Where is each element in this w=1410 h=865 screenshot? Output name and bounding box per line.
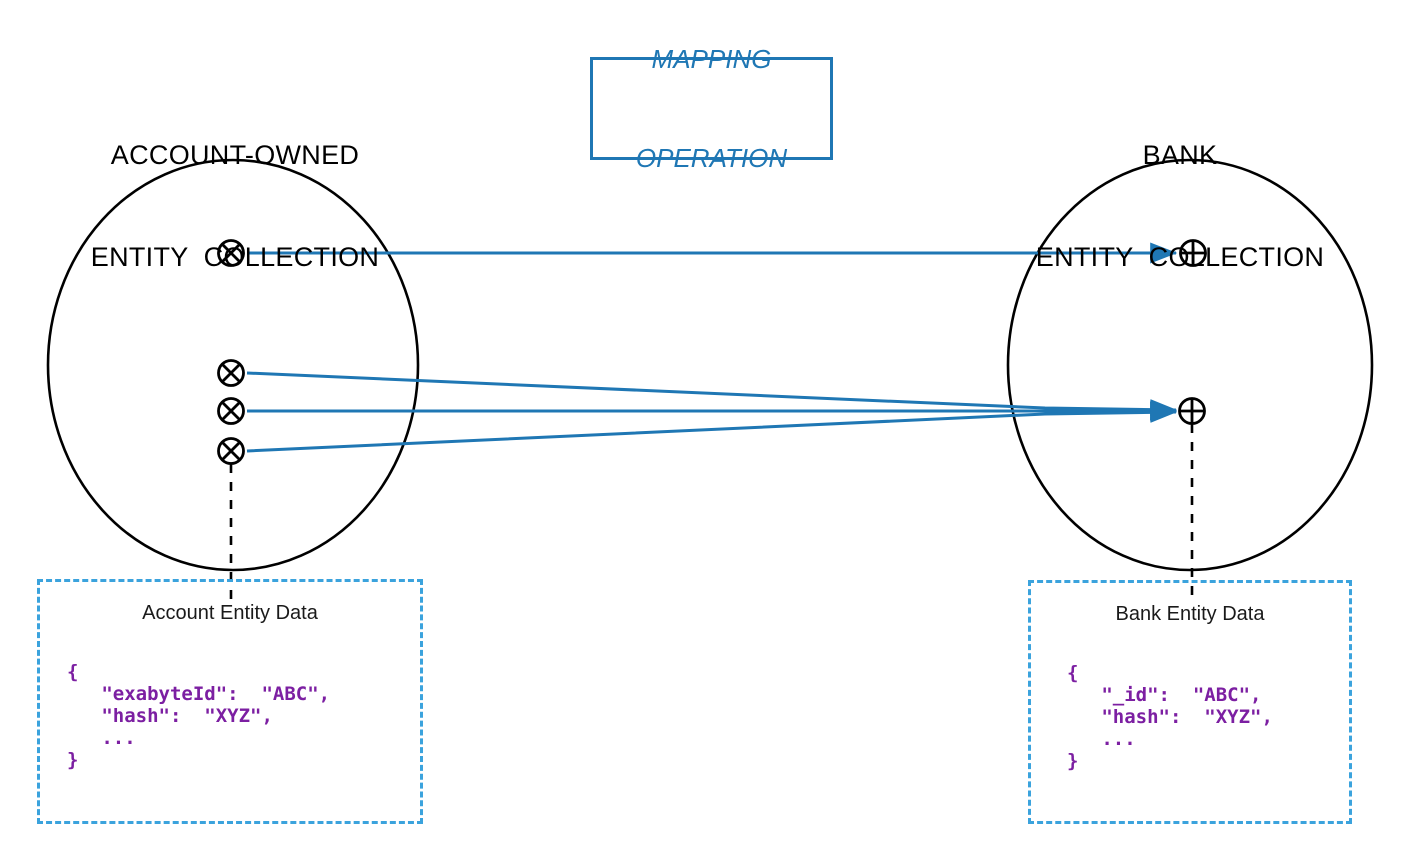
account-node-3[interactable] [217, 397, 245, 425]
account-collection-title-line1: ACCOUNT-OWNED [110, 140, 360, 170]
bank-collection-title-line2: ENTITY COLLECTION [1035, 242, 1325, 272]
mapping-operation-label: MAPPING OPERATION [636, 0, 787, 241]
mapping-arrow-4 [246, 401, 1178, 453]
mapping-operation-label-line1: MAPPING [651, 43, 772, 74]
mapping-operation-label-line2: OPERATION [635, 142, 788, 173]
bank-collection-title-line1: BANK [1142, 140, 1218, 170]
account-entity-data-panel: Account Entity Data { "exabyteId": "ABC"… [37, 579, 423, 824]
account-collection-title-line2: ENTITY COLLECTION [90, 242, 380, 272]
mapping-operation-box[interactable]: MAPPING OPERATION [590, 44, 833, 173]
bank-entity-json: { "_id": "ABC", "hash": "XYZ", ... } [1067, 662, 1273, 772]
bank-collection-title: BANK ENTITY COLLECTION [980, 70, 1380, 342]
bank-collection-ellipse [1006, 158, 1374, 572]
account-node-2[interactable] [217, 359, 245, 387]
bank-entity-data-title: Bank Entity Data [1115, 603, 1265, 625]
bank-node-2[interactable] [1178, 397, 1206, 425]
account-entity-data-title: Account Entity Data [142, 602, 318, 624]
mapping-arrow-2 [246, 371, 1178, 421]
account-entity-json: { "exabyteId": "ABC", "hash": "XYZ", ...… [67, 661, 331, 771]
account-collection-title: ACCOUNT-OWNED ENTITY COLLECTION [55, 70, 415, 342]
bank-entity-data-panel: Bank Entity Data { "_id": "ABC", "hash":… [1028, 580, 1352, 824]
account-node-4[interactable] [217, 437, 245, 465]
account-node-1[interactable] [217, 239, 245, 267]
bank-node-1[interactable] [1179, 239, 1207, 267]
account-collection-ellipse [46, 158, 420, 572]
